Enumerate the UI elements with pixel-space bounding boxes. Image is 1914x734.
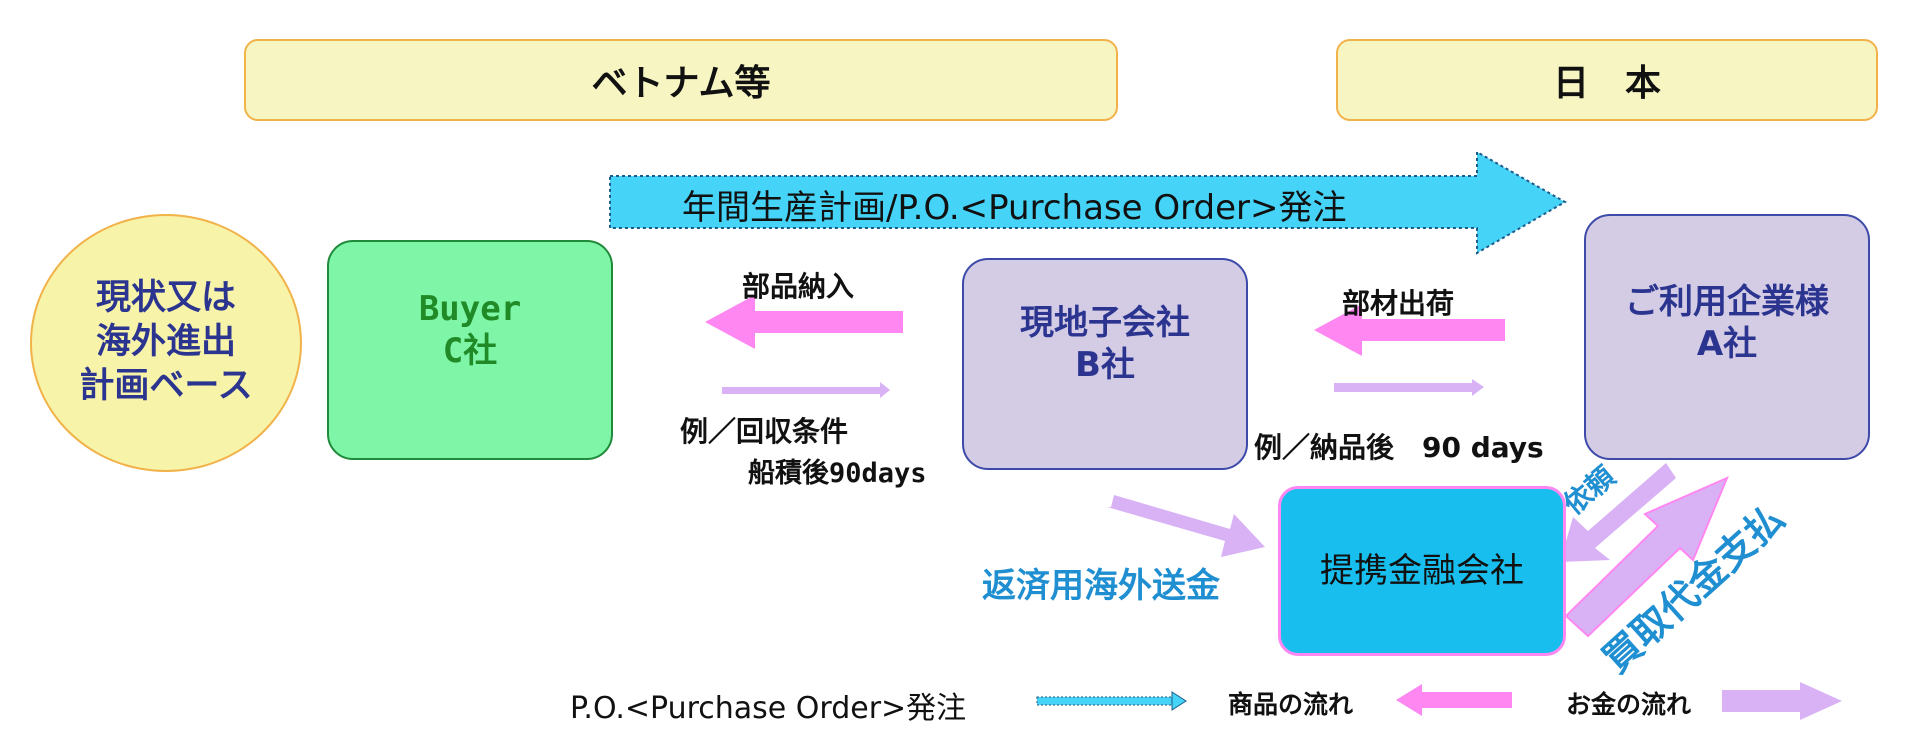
legend-money-label: お金の流れ (1566, 690, 1692, 719)
region-japan: 日 本 (1336, 39, 1878, 121)
subsidiary-b-label: 現地子会社 B社 (1020, 302, 1190, 386)
buyer-c-label: Buyer C社 (418, 288, 522, 372)
region-vietnam-label: ベトナム等 (591, 63, 771, 104)
subsidiary-b-box: 現地子会社 B社 (962, 258, 1248, 470)
legend-goods-label: 商品の流れ (1228, 690, 1354, 719)
purchase-payment-arrow (1564, 476, 1729, 638)
po-thin-arrow-right (1334, 379, 1484, 396)
example-shipping-days: 船積後90days (748, 458, 927, 489)
region-vietnam: ベトナム等 (244, 39, 1118, 121)
po-plan-arrow (609, 150, 1568, 255)
material-shipment-label: 部材出荷 (1342, 287, 1455, 320)
legend-goods-arrow (1396, 684, 1512, 716)
repayment-arrow (1107, 495, 1265, 557)
region-japan-label: 日 本 (1552, 63, 1661, 104)
status-circle-label: 現状又は 海外進出 計画ベース (79, 278, 253, 406)
parts-delivery-label: 部品納入 (742, 270, 855, 303)
example-collection-terms: 例／回収条件 (680, 415, 849, 448)
finance-company-box: 提携金融会社 (1278, 486, 1566, 656)
buyer-c-box: Buyer C社 (327, 240, 613, 460)
example-after-delivery-days: 例／納品後 90 days (1254, 431, 1544, 464)
legend-po-arrow (1036, 691, 1187, 711)
legend-money-arrow (1722, 682, 1842, 720)
parts-delivery-arrow (705, 295, 903, 349)
status-circle: 現状又は 海外進出 計画ベース (30, 214, 302, 472)
finance-company-label: 提携金融会社 (1320, 550, 1524, 591)
client-a-box: ご利用企業様 A社 (1584, 214, 1870, 460)
material-shipment-arrow (1314, 304, 1505, 356)
client-a-label: ご利用企業様 A社 (1625, 281, 1829, 365)
legend-po-label: P.O.<Purchase Order>発注 (570, 691, 967, 726)
repayment-label: 返済用海外送金 (982, 566, 1220, 606)
po-plan-label: 年間生産計画/P.O.<Purchase Order>発注 (682, 188, 1347, 228)
po-thin-arrow-left (722, 382, 890, 398)
request-arrow (1560, 463, 1676, 562)
